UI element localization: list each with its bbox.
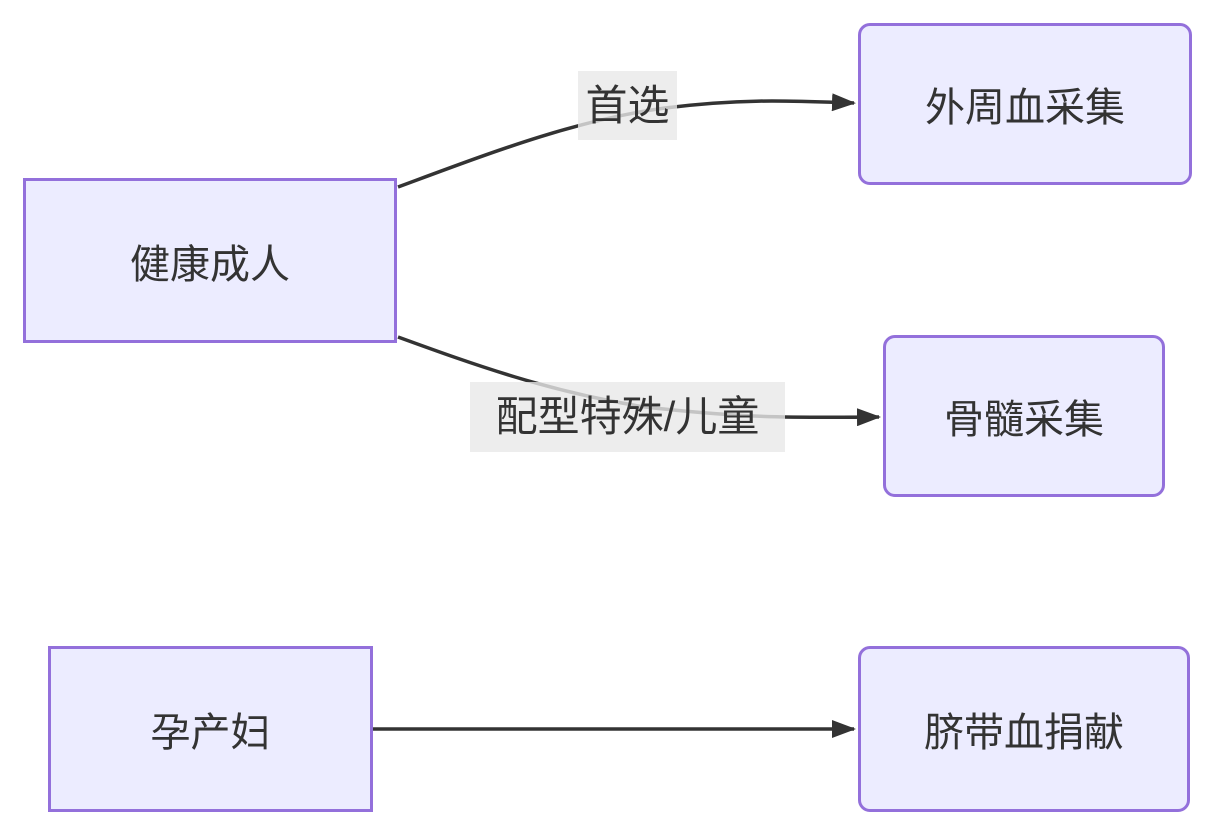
node-pregnant-woman-label: 孕产妇 (150, 711, 271, 755)
node-cord-blood-donation: 脐带血捐献 (858, 646, 1190, 812)
node-pregnant-woman: 孕产妇 (48, 646, 373, 812)
edge-label-special-matching-children: 配型特殊/儿童 (470, 382, 785, 452)
node-peripheral-blood-collection: 外周血采集 (858, 23, 1192, 185)
node-bone-marrow-collection-label: 骨髓采集 (944, 398, 1104, 442)
node-peripheral-blood-collection-label: 外周血采集 (925, 86, 1125, 130)
node-healthy-adult: 健康成人 (23, 178, 397, 343)
node-healthy-adult-label: 健康成人 (130, 242, 290, 287)
edge-label-preferred: 首选 (578, 71, 677, 140)
node-cord-blood-donation-label: 脐带血捐献 (924, 711, 1124, 755)
node-bone-marrow-collection: 骨髓采集 (883, 335, 1165, 497)
